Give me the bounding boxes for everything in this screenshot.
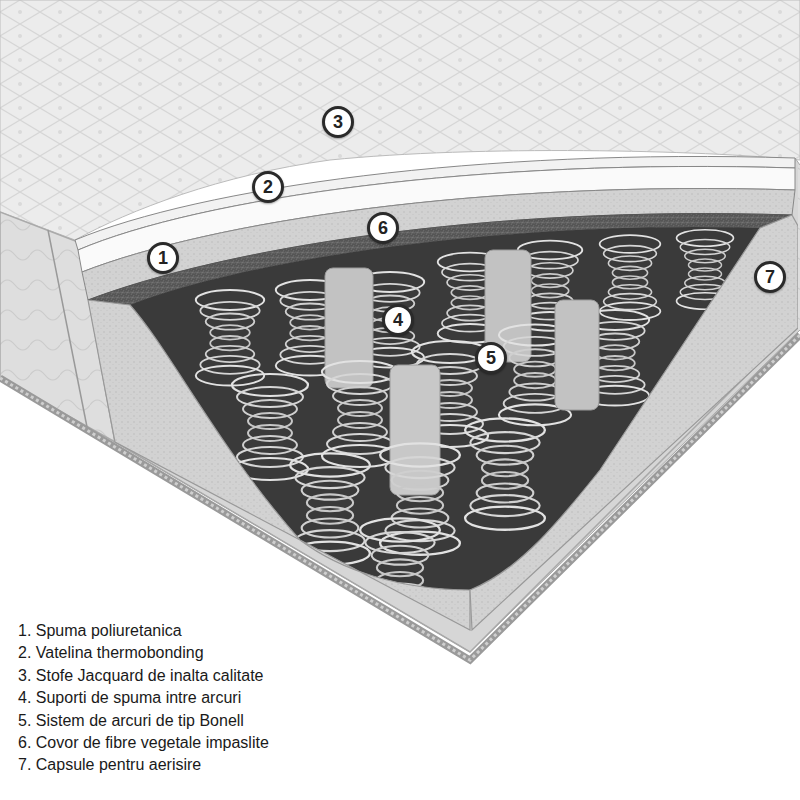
legend-line: 2. Vatelina thermobonding: [18, 643, 204, 663]
legend-line: 6. Covor de fibre vegetale impaslite: [18, 733, 269, 753]
callout-number-text: 3: [333, 113, 343, 131]
legend-line: 4. Suporti de spuma intre arcuri: [18, 688, 241, 708]
legend-line: 7. Capsule pentru aerisire: [18, 755, 201, 775]
callout-number: 4: [382, 304, 414, 336]
callout-number-text: 2: [263, 178, 273, 196]
callout-number: 6: [367, 212, 399, 244]
callout-number-text: 4: [393, 311, 403, 329]
callout-number: 7: [754, 261, 786, 293]
callout-number-text: 1: [158, 249, 168, 267]
legend-line: 3. Stofe Jacquard de inalta calitate: [18, 666, 264, 686]
callout-number-text: 5: [486, 349, 496, 367]
callout-number: 3: [322, 106, 354, 138]
callout-number: 1: [147, 242, 179, 274]
callout-number: 5: [475, 342, 507, 374]
callout-number-text: 6: [378, 219, 388, 237]
callout-number-text: 7: [765, 268, 775, 286]
callout-number: 2: [252, 171, 284, 203]
legend-line: 1. Spuma poliuretanica: [18, 621, 182, 641]
legend-line: 5. Sistem de arcuri de tip Bonell: [18, 711, 244, 731]
